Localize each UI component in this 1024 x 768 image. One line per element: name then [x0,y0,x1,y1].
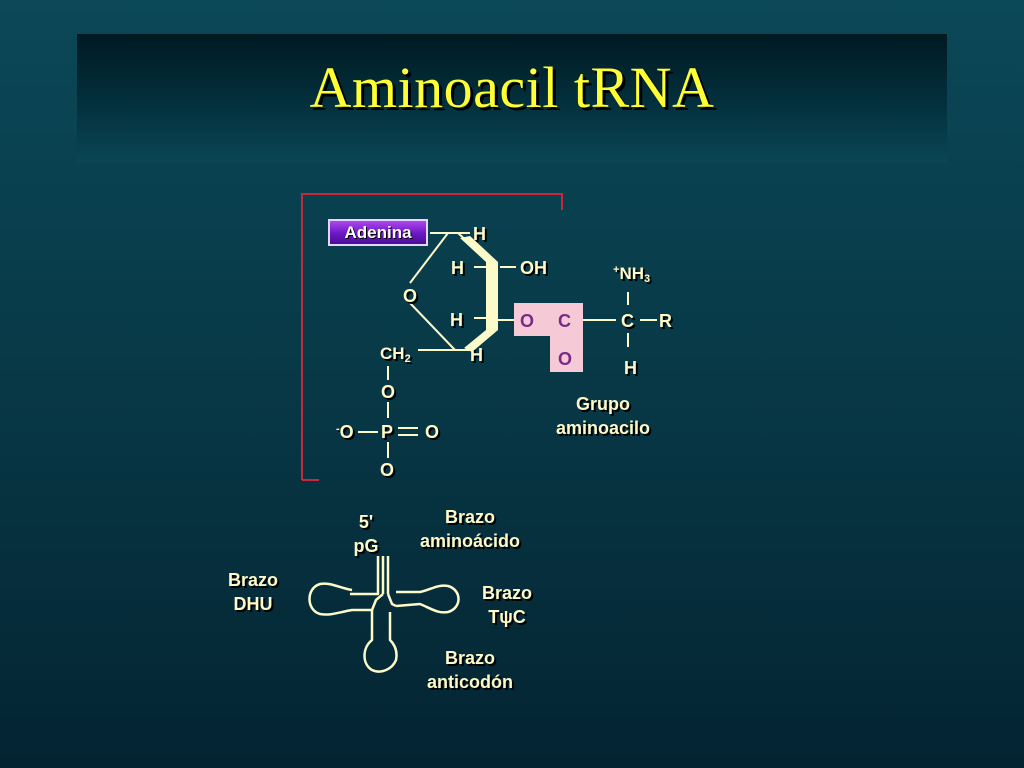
ribose-ring [409,232,516,351]
ribose-h-upper: H [451,258,464,278]
ester-highlight-bottom [550,336,583,372]
arm-tpsic-line2: TψC [488,607,526,627]
backbone-o-lower: O [380,460,395,480]
trna-cloverleaf [308,556,460,673]
ribose-h-bottom: H [470,345,483,365]
five-prime-label: 5' pG [338,510,394,558]
backbone-phosphorus: P [381,422,394,442]
ribose-wedge-top [460,236,498,262]
arm-anticodon-line1: Brazo [444,648,495,668]
arm-aminoacid-line1: Brazo [444,507,495,527]
ribose-wedge [486,262,498,330]
red-bracket [301,193,563,480]
ribose-ring-oxygen: O [403,286,418,306]
ester-o-link: O [520,311,535,331]
group-caption-line1: Grupo [576,394,630,414]
arm-anticodon-line2: anticodón [427,672,513,692]
amino-alpha-carbon: C [621,311,634,331]
arm-anticodon-label: Brazo anticodón [414,646,526,694]
ester-carbon: C [558,311,571,331]
title-band: Aminoacil tRNA [77,34,947,162]
ribose-h-top: H [473,224,486,244]
backbone-o-double: O [425,422,440,442]
backbone-ch2: CH2 [380,344,411,365]
five-prime-line1: 5' [358,512,374,532]
amino-nh3: +NH3 [613,264,650,285]
ribose-h-lower: H [450,310,463,330]
amino-nh3-sub: 3 [644,273,651,285]
amino-nh3-main: NH [619,264,644,283]
backbone-o-minus: -O [336,422,354,443]
arm-dhu-line1: Brazo [227,570,278,590]
ester-highlight-top [514,303,583,336]
ribose-oh: OH [520,258,547,278]
backbone-o-minus-main: O [339,422,354,442]
arm-aminoacid-label: Brazo aminoácido [408,505,532,553]
backbone-ch2-sub: 2 [404,353,411,365]
slide-title: Aminoacil tRNA [309,55,715,120]
group-caption-line2: aminoacilo [555,418,651,438]
arm-tpsic-label: Brazo TψC [472,581,542,629]
backbone-o-minus-charge: - [336,423,340,435]
adenina-label: Adenina [328,219,428,246]
amino-r-group: R [659,311,672,331]
ester-carbonyl-o: O [558,349,573,369]
backbone-ch2-main: CH [380,344,405,363]
arm-aminoacid-line2: aminoácido [419,531,521,551]
group-caption: Grupo aminoacilo [543,392,663,440]
amino-nh3-charge: + [613,264,620,276]
five-prime-line2: pG [353,536,379,556]
backbone-bonds [358,366,418,458]
backbone-o-upper: O [381,382,396,402]
arm-tpsic-line1: Brazo [481,583,532,603]
arm-dhu-line2: DHU [233,594,273,614]
arm-dhu-label: Brazo DHU [218,568,288,616]
ribose-wedge-bottom [464,330,498,352]
amino-alpha-h: H [624,358,637,378]
